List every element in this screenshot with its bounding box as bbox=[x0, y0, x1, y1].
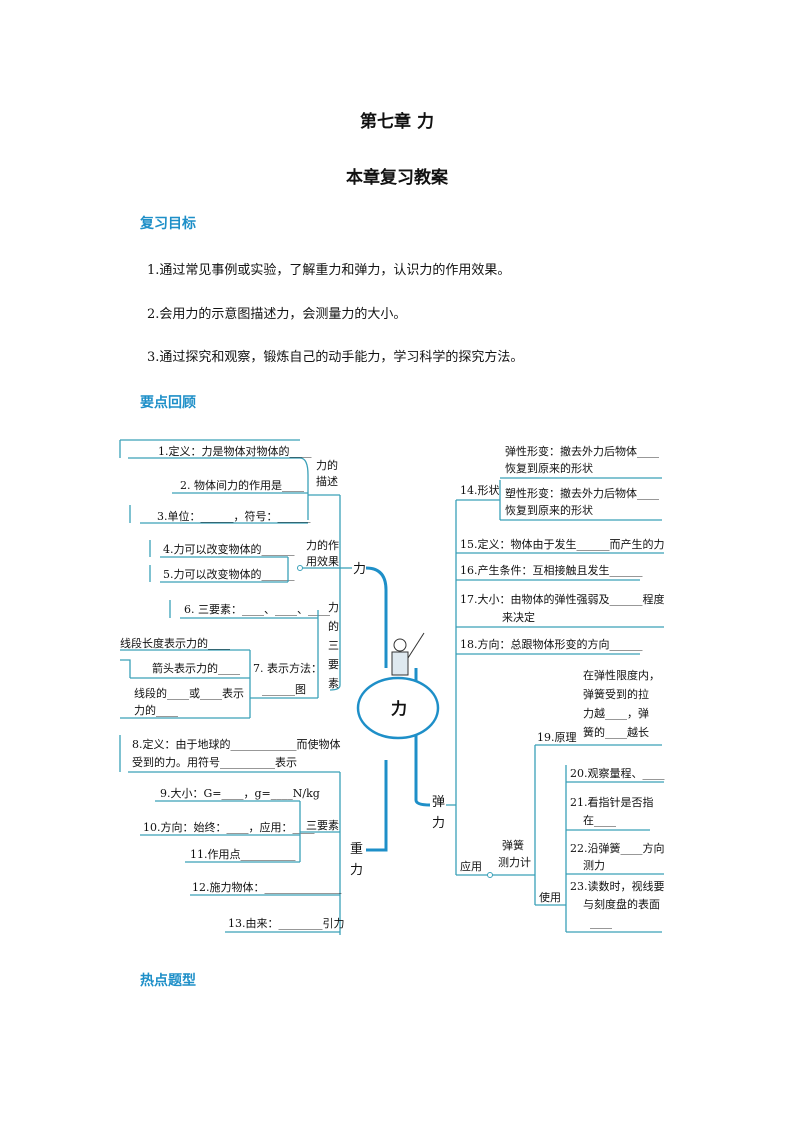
elastic-principle-2: 弹簧受到的拉 bbox=[583, 687, 649, 701]
gravity-three-label: 三要素 bbox=[306, 819, 339, 832]
force-rep-b: 箭头表示力的____ bbox=[152, 661, 240, 675]
gravity-size: 9.大小：G=____，g=____N/kg bbox=[160, 786, 320, 800]
force-def: 1.定义：力是物体对物体的____ bbox=[158, 444, 312, 458]
elastic-principle-4: 簧的____越长 bbox=[583, 725, 649, 739]
gravity-def2: 受到的力。用符号__________表示 bbox=[132, 755, 297, 769]
elastic-use22b: 测力 bbox=[583, 859, 605, 872]
elastic-elastic-def2: 恢复到原来的形状 bbox=[505, 461, 593, 475]
gravity-point: 11.作用点__________ bbox=[190, 848, 296, 861]
elastic-meter-label-1: 弹簧 bbox=[502, 838, 524, 852]
elastic-use20: 20.观察量程、____ bbox=[570, 766, 665, 780]
gravity-def1: 8.定义：由于地球的____________而使物体 bbox=[132, 737, 341, 751]
gravity-label-2: 力 bbox=[350, 863, 363, 878]
elastic-principle-1: 在弹性限度内， bbox=[583, 668, 660, 682]
force-rep-c2: 力的____ bbox=[134, 703, 178, 717]
elastic-use21a: 21.看指针是否指 bbox=[570, 795, 654, 809]
force-rep-c1: 线段的____或____表示 bbox=[134, 686, 244, 700]
elastic-shape-label: 14.形状 bbox=[460, 483, 500, 497]
force-rep-a: 线段长度表示力的____ bbox=[120, 636, 230, 650]
elements-group-label: 要 bbox=[328, 658, 339, 671]
elastic-plastic-def2: 恢复到原来的形状 bbox=[505, 503, 593, 517]
elastic-plastic-def1: 塑性形变：撤去外力后物体____ bbox=[505, 486, 659, 500]
elements-group-label: 素 bbox=[328, 677, 339, 690]
elastic-use23b: 与刻度盘的表面 bbox=[583, 897, 660, 911]
elastic-def: 15.定义：物体由于发生______而产生的力 bbox=[460, 537, 665, 551]
elastic-cond: 16.产生条件：互相接触且发生______ bbox=[460, 563, 643, 577]
trunk-line bbox=[366, 760, 386, 850]
elastic-dir: 18.方向：总跟物体形变的方向______ bbox=[460, 637, 643, 651]
teacher-icon bbox=[392, 633, 424, 675]
force-unit: 3.单位：______，符号：______ bbox=[157, 509, 311, 523]
force-mutual: 2. 物体间力的作用是____ bbox=[180, 478, 304, 492]
center-label: 力 bbox=[391, 699, 407, 718]
force-label: 力 bbox=[353, 562, 366, 577]
elastic-principle-label: 19.原理 bbox=[537, 731, 577, 744]
force-rep: 7. 表示方法： bbox=[253, 661, 322, 675]
gravity-dir: 10.方向：始终：____，应用：____ bbox=[143, 820, 315, 834]
elastic-size2: 来决定 bbox=[502, 610, 535, 624]
elastic-elastic-def1: 弹性形变：撤去外力后物体____ bbox=[505, 444, 659, 458]
gravity-body: 12.施力物体：______________ bbox=[192, 880, 342, 894]
force-three: 6. 三要素：____、____、____ bbox=[184, 603, 330, 616]
elastic-use22a: 22.沿弹簧____方向 bbox=[570, 841, 665, 855]
trunk-line bbox=[366, 568, 386, 668]
elements-group-label: 三 bbox=[328, 639, 339, 652]
elastic-size1: 17.大小：由物体的弹性强弱及______程度 bbox=[460, 592, 665, 606]
elastic-principle-3: 力越____，弹 bbox=[583, 706, 649, 720]
force-rep-blank: ______图 bbox=[262, 683, 306, 696]
elastic-use23c: ____ bbox=[590, 916, 613, 929]
effect-group-label: 用效果 bbox=[306, 554, 339, 568]
desc-group-label: 描述 bbox=[316, 474, 338, 488]
elastic-app-label: 应用 bbox=[460, 859, 482, 873]
effect-group-label: 力的作 bbox=[306, 538, 339, 552]
elements-group-label: 的 bbox=[328, 619, 339, 633]
force-change1: 4.力可以改变物体的______ bbox=[163, 542, 295, 556]
elastic-label-1: 弹 bbox=[432, 795, 445, 810]
gravity-origin: 13.由来：________引力 bbox=[228, 916, 345, 930]
force-change2: 5.力可以改变物体的______ bbox=[163, 567, 295, 581]
desc-group-label: 力的 bbox=[316, 458, 338, 472]
elastic-use23a: 23.读数时，视线要 bbox=[570, 879, 665, 893]
elastic-meter-label-2: 测力计 bbox=[498, 856, 531, 869]
elastic-label-2: 力 bbox=[432, 816, 445, 831]
elastic-use21b: 在____ bbox=[583, 814, 616, 827]
elastic-use-label: 使用 bbox=[539, 891, 561, 904]
gravity-label-1: 重 bbox=[350, 841, 363, 857]
